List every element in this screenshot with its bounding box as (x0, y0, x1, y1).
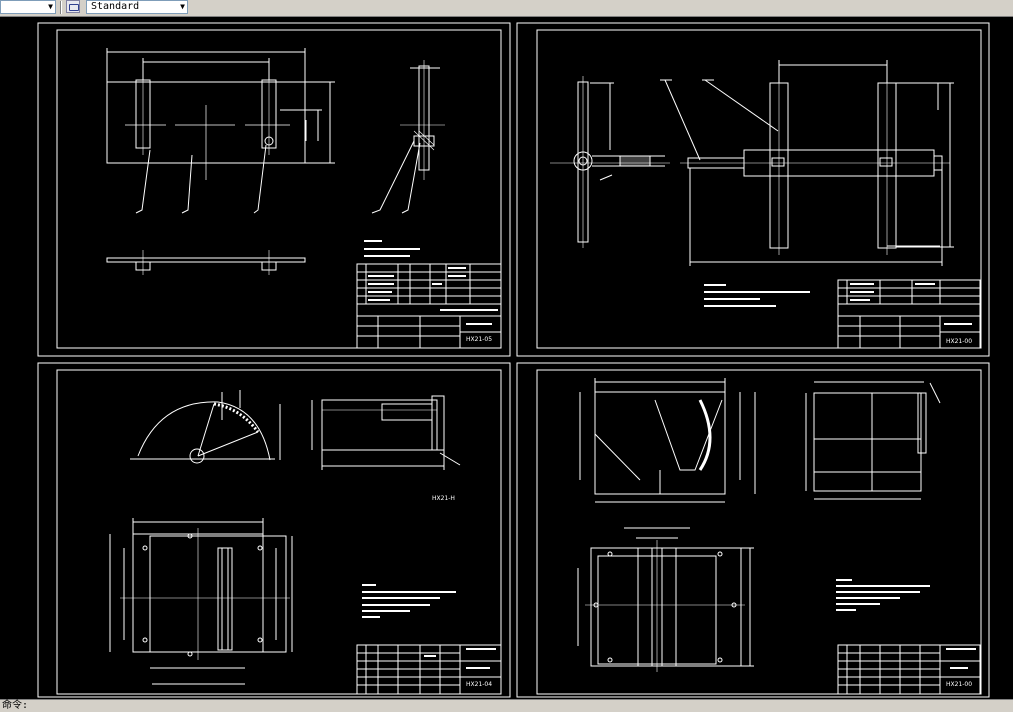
sheet-bottom-left (37, 362, 511, 698)
text-style-icon[interactable] (66, 0, 80, 13)
drawing-number-bottom-right: HX21-00 (946, 681, 972, 688)
layer-combo[interactable]: ▼ (0, 0, 56, 14)
dropdown-arrow-icon[interactable]: ▼ (180, 2, 185, 11)
sheet-top-left (37, 22, 511, 357)
view-label-bottom-left: HX21-H (432, 495, 455, 502)
cad-drawing: HX21-05 HX21-00 HX21-H HX21-04 HX21-00 (37, 22, 990, 698)
sheet-outer-border (37, 22, 511, 357)
toolbar-separator (60, 1, 62, 14)
text-style-combo-value: Standard (91, 1, 140, 12)
properties-toolbar: ▼ Standard ▼ (0, 0, 1013, 17)
dropdown-arrow-icon[interactable]: ▼ (48, 2, 53, 11)
drawing-number-top-left: HX21-05 (466, 336, 492, 343)
sheet-inner-border (56, 29, 502, 349)
sheet-top-right (516, 22, 990, 357)
text-style-combo[interactable]: Standard ▼ (86, 0, 188, 14)
drawing-number-bottom-left: HX21-04 (466, 681, 492, 688)
sheet-bottom-right (516, 362, 990, 698)
drawing-canvas[interactable]: HX21-05 HX21-00 HX21-H HX21-04 HX21-00 (0, 17, 1013, 699)
drawing-number-top-right: HX21-00 (946, 338, 972, 345)
command-line[interactable]: 命令: (0, 699, 1013, 712)
command-prompt: 命令: (2, 700, 29, 711)
